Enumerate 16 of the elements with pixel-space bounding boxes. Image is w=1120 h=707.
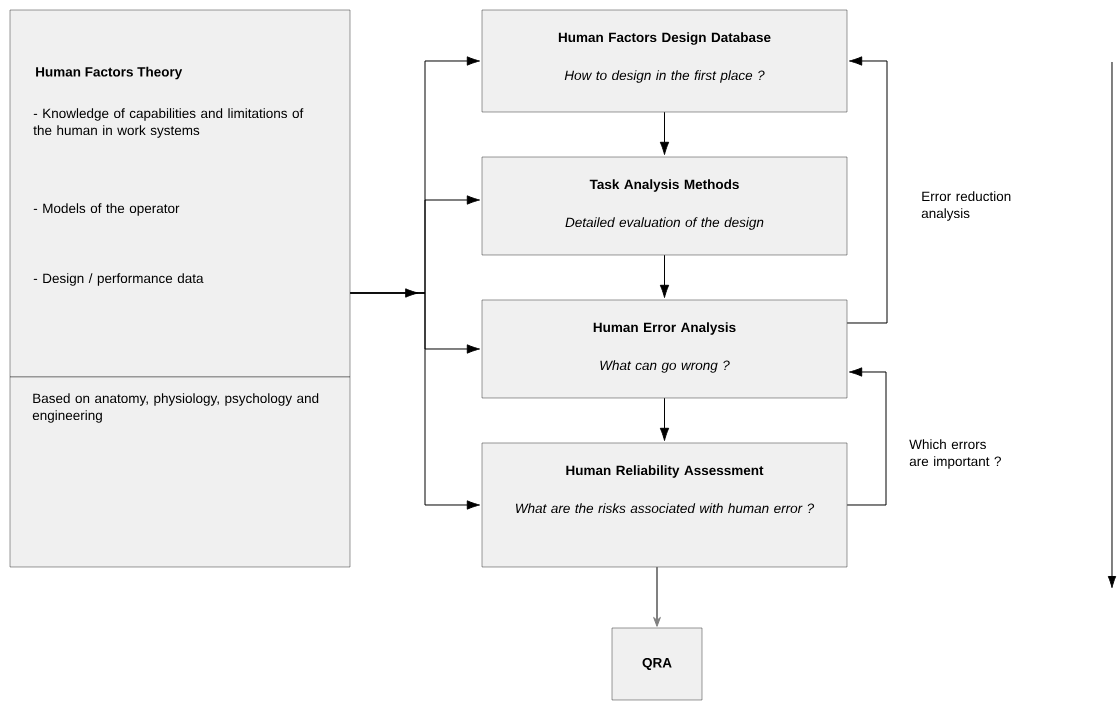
arrow bbox=[659, 254, 670, 298]
arrow bbox=[659, 397, 670, 441]
process-box: Human Factors Design Database How to design in the first place ? bbox=[481, 9, 848, 113]
arrow bbox=[846, 367, 887, 506]
process-box: Task Analysis Methods Detailed evaluation of the design bbox=[481, 156, 848, 256]
arrow bbox=[659, 111, 670, 155]
edge-label: Error reduction analysis bbox=[920, 190, 1023, 222]
process-box: QRA bbox=[611, 627, 703, 701]
arrow bbox=[653, 566, 661, 627]
arrow bbox=[349, 292, 480, 510]
arrow bbox=[846, 56, 888, 324]
process-box: Human Error Analysis What can go wrong ? bbox=[481, 299, 848, 399]
theory-box: Human Factors Theory - Knowledge of capabilities and limitations of the human in work systems - Models of the operator - Design / performance data bbox=[9, 9, 351, 378]
edge-label: Which errors are important ? bbox=[908, 438, 1011, 470]
process-box: Human Reliability Assessment What are the risks associated with human error ? bbox=[481, 442, 848, 568]
basis-box: Based on anatomy, physiology, psychology and engineering bbox=[9, 376, 351, 568]
